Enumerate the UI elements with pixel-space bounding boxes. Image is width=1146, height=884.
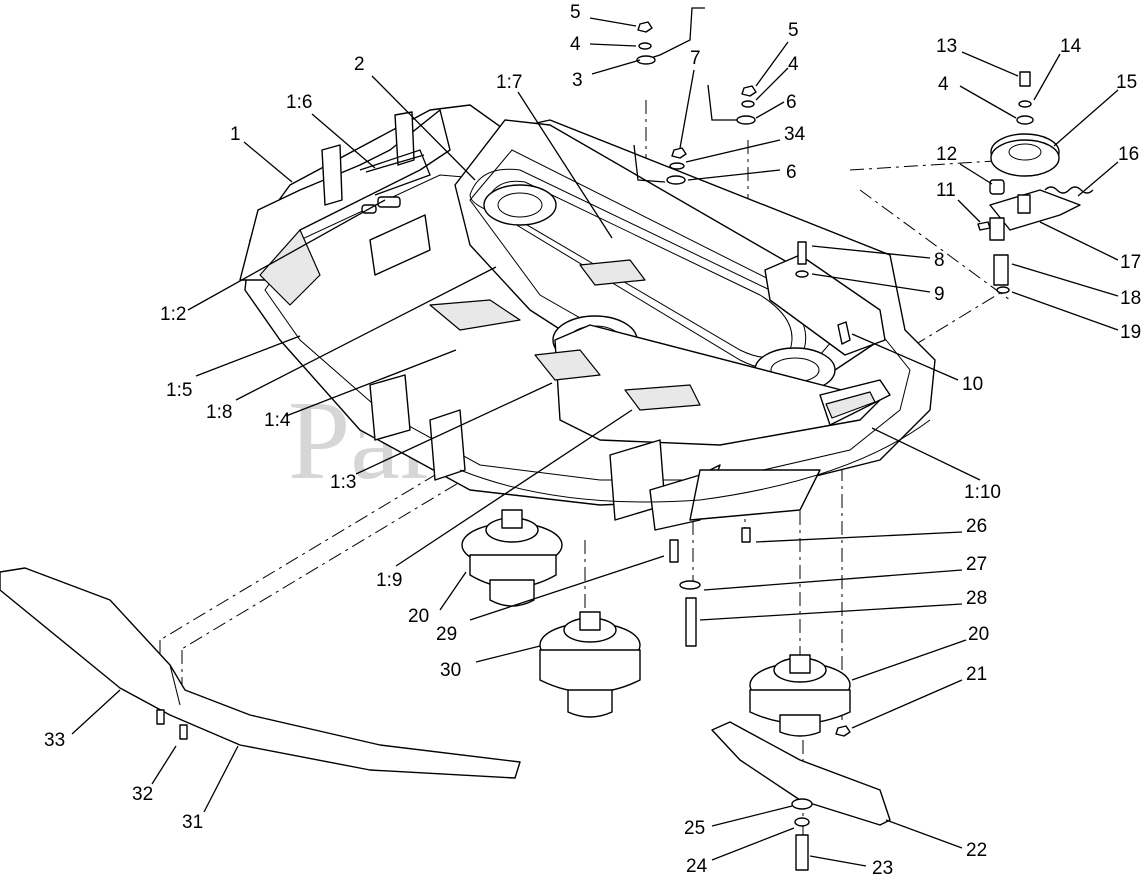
callout-8: 8 [934, 250, 945, 271]
callout-19: 19 [1120, 322, 1141, 343]
callout-2: 2 [354, 54, 365, 75]
callout-5-mid: 5 [788, 20, 799, 41]
callout-5-top: 5 [570, 2, 581, 23]
callout-3: 3 [572, 70, 583, 91]
callout-1-2: 1:2 [160, 304, 186, 325]
callout-15: 15 [1116, 72, 1137, 93]
callout-29: 29 [436, 624, 457, 645]
callout-22: 22 [966, 840, 987, 861]
mower-deck [239, 7, 936, 531]
callout-4-mid: 4 [788, 54, 799, 75]
callout-11: 11 [936, 180, 956, 201]
callout-1-3: 1:3 [330, 472, 356, 493]
callout-labels: 1 1:6 2 1:7 1:2 1:5 1:8 1:4 1:3 1:9 1:10… [44, 2, 1141, 879]
callout-10: 10 [962, 374, 983, 395]
callout-6-lower: 6 [786, 162, 797, 183]
callout-18: 18 [1120, 288, 1141, 309]
callout-24: 24 [686, 856, 708, 877]
callout-1-7: 1:7 [496, 72, 522, 93]
callout-20-left: 20 [408, 606, 429, 627]
callout-1-8: 1:8 [206, 402, 232, 423]
callout-13: 13 [936, 36, 957, 57]
baffle-bar [0, 567, 521, 779]
callout-1-6: 1:6 [286, 92, 312, 113]
callout-23: 23 [872, 858, 893, 879]
callout-1: 1 [230, 124, 241, 145]
leader-lines [71, 17, 1119, 867]
callout-14: 14 [1060, 36, 1082, 57]
callout-12: 12 [936, 144, 957, 165]
callout-21: 21 [966, 664, 987, 685]
callout-34: 34 [784, 124, 806, 145]
callout-16: 16 [1118, 144, 1139, 165]
callout-7: 7 [690, 48, 701, 69]
callout-17: 17 [1120, 252, 1141, 273]
callout-28: 28 [966, 588, 987, 609]
callout-1-4: 1:4 [264, 410, 291, 431]
top-hardware [636, 21, 851, 345]
callout-1-10: 1:10 [964, 482, 1001, 503]
lower-hardware [669, 527, 751, 647]
callout-27: 27 [966, 554, 987, 575]
callout-6-upper: 6 [786, 92, 797, 113]
mower-blade [711, 721, 891, 871]
callout-33: 33 [44, 730, 65, 751]
callout-4-top: 4 [570, 34, 581, 55]
callout-26: 26 [966, 516, 987, 537]
callout-9: 9 [934, 284, 945, 305]
callout-20-right: 20 [968, 624, 989, 645]
callout-1-9: 1:9 [376, 570, 402, 591]
idler-assembly [977, 71, 1094, 294]
callout-4-right: 4 [938, 74, 949, 95]
callout-31: 31 [182, 812, 203, 833]
callout-30: 30 [440, 660, 461, 681]
callout-32: 32 [132, 784, 153, 805]
callout-25: 25 [684, 818, 705, 839]
callout-1-5: 1:5 [166, 380, 192, 401]
spindles [461, 509, 851, 737]
